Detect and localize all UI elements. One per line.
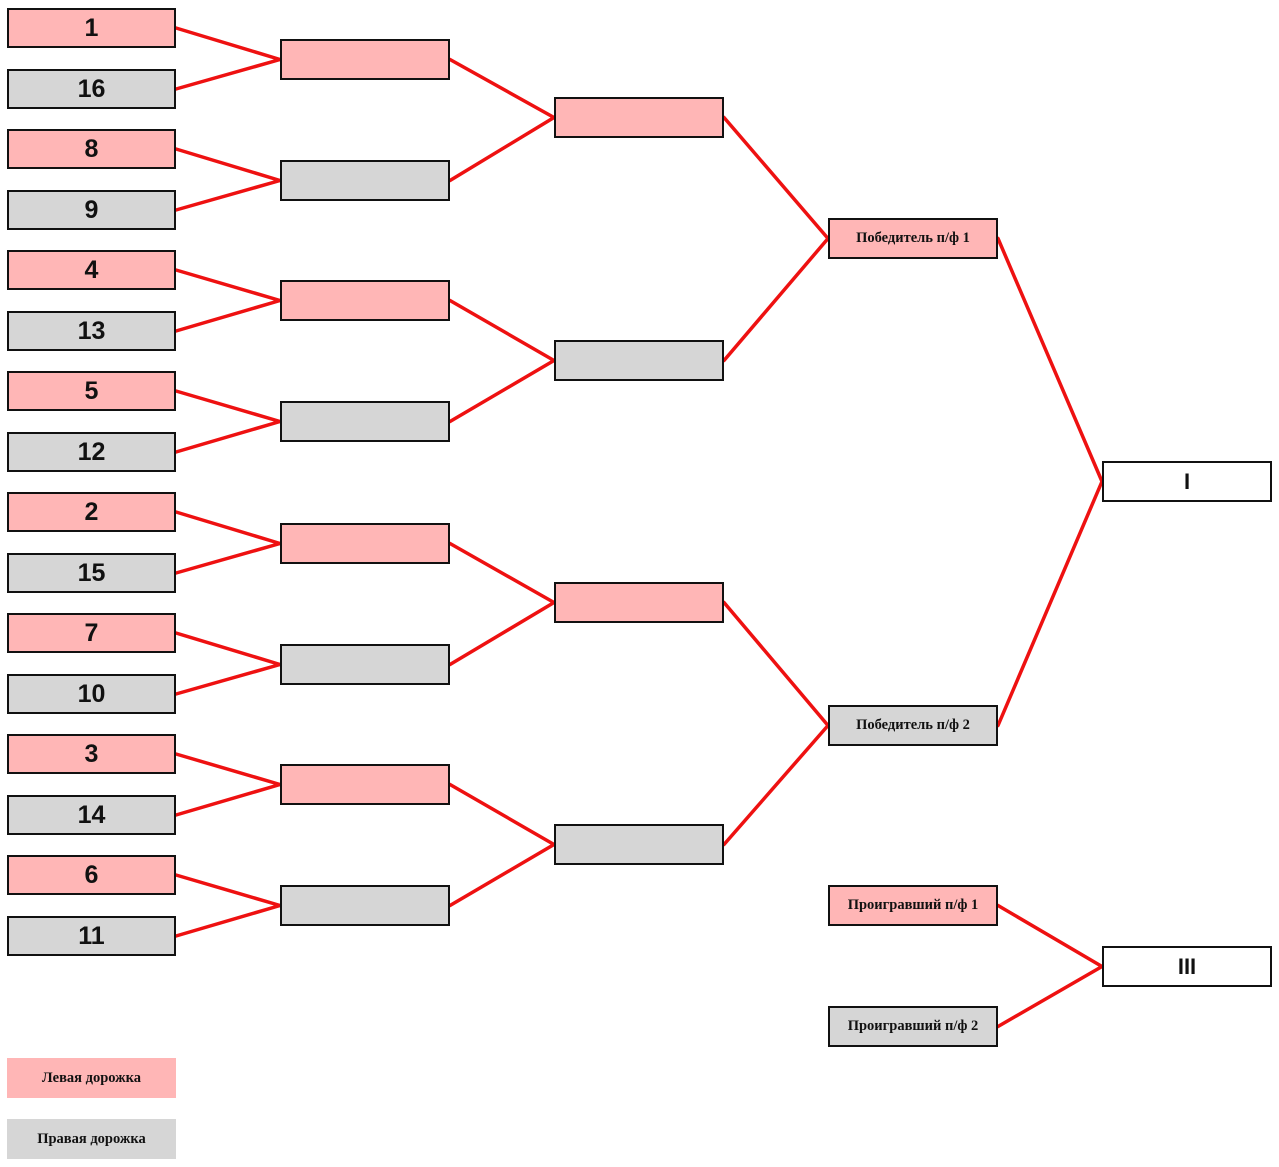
seed-8-box: 8 <box>7 129 176 169</box>
seed-15-box: 15 <box>7 553 176 593</box>
connector-line <box>448 115 556 183</box>
connector-line <box>448 842 556 908</box>
third-place-box: III <box>1102 946 1272 987</box>
connector-line <box>448 600 556 667</box>
round2-slot-6 <box>280 644 450 685</box>
seed-5-box: 5 <box>7 371 176 411</box>
round2-slot-4 <box>280 401 450 442</box>
connector-line <box>448 358 556 424</box>
connector-line <box>448 57 556 120</box>
connector-line <box>174 752 282 787</box>
connector-line <box>174 147 282 183</box>
seed-11-box: 11 <box>7 916 176 956</box>
seed-2-box: 2 <box>7 492 176 532</box>
connector-line <box>722 115 830 241</box>
connector-line <box>996 903 1104 969</box>
round2-slot-1 <box>280 39 450 80</box>
quarterfinal-slot-2 <box>554 340 724 381</box>
connector-line <box>996 479 1104 728</box>
connector-line <box>996 236 1104 484</box>
round2-slot-8 <box>280 885 450 926</box>
connector-line <box>448 541 556 605</box>
connector-lines <box>174 26 1104 1029</box>
connector-line <box>174 510 282 546</box>
connector-line <box>174 57 282 91</box>
semifinal-winner-1: Победитель п/ф 1 <box>828 218 998 259</box>
connector-line <box>174 268 282 303</box>
seed-9-box: 9 <box>7 190 176 230</box>
seed-3-box: 3 <box>7 734 176 774</box>
seed-1-box: 1 <box>7 8 176 48</box>
connector-line <box>174 298 282 333</box>
semifinal-loser-2: Проигравший п/ф 2 <box>828 1006 998 1047</box>
connector-line <box>174 873 282 908</box>
connector-line <box>174 662 282 696</box>
connector-line <box>722 236 830 363</box>
round2-slot-7 <box>280 764 450 805</box>
seed-10-box: 10 <box>7 674 176 714</box>
legend-left-lane: Левая дорожка <box>7 1058 176 1098</box>
connector-line <box>174 631 282 667</box>
seed-12-box: 12 <box>7 432 176 472</box>
connector-line <box>174 26 282 62</box>
connector-line <box>448 298 556 363</box>
semifinal-winner-2: Победитель п/ф 2 <box>828 705 998 746</box>
seed-7-box: 7 <box>7 613 176 653</box>
first-place-box: I <box>1102 461 1272 502</box>
connector-line <box>174 389 282 424</box>
connector-line <box>174 903 282 938</box>
connector-line <box>174 419 282 454</box>
seed-16-box: 16 <box>7 69 176 109</box>
legend-right-lane: Правая дорожка <box>7 1119 176 1159</box>
connector-line <box>174 782 282 817</box>
connector-line <box>722 723 830 847</box>
connector-line <box>996 964 1104 1029</box>
seed-4-box: 4 <box>7 250 176 290</box>
seed-14-box: 14 <box>7 795 176 835</box>
quarterfinal-slot-4 <box>554 824 724 865</box>
round2-slot-3 <box>280 280 450 321</box>
connector-line <box>174 178 282 212</box>
round2-slot-2 <box>280 160 450 201</box>
quarterfinal-slot-3 <box>554 582 724 623</box>
connector-line <box>174 541 282 575</box>
connector-line <box>448 782 556 847</box>
seed-6-box: 6 <box>7 855 176 895</box>
quarterfinal-slot-1 <box>554 97 724 138</box>
connector-line <box>722 600 830 728</box>
seed-13-box: 13 <box>7 311 176 351</box>
semifinal-loser-1: Проигравший п/ф 1 <box>828 885 998 926</box>
round2-slot-5 <box>280 523 450 564</box>
